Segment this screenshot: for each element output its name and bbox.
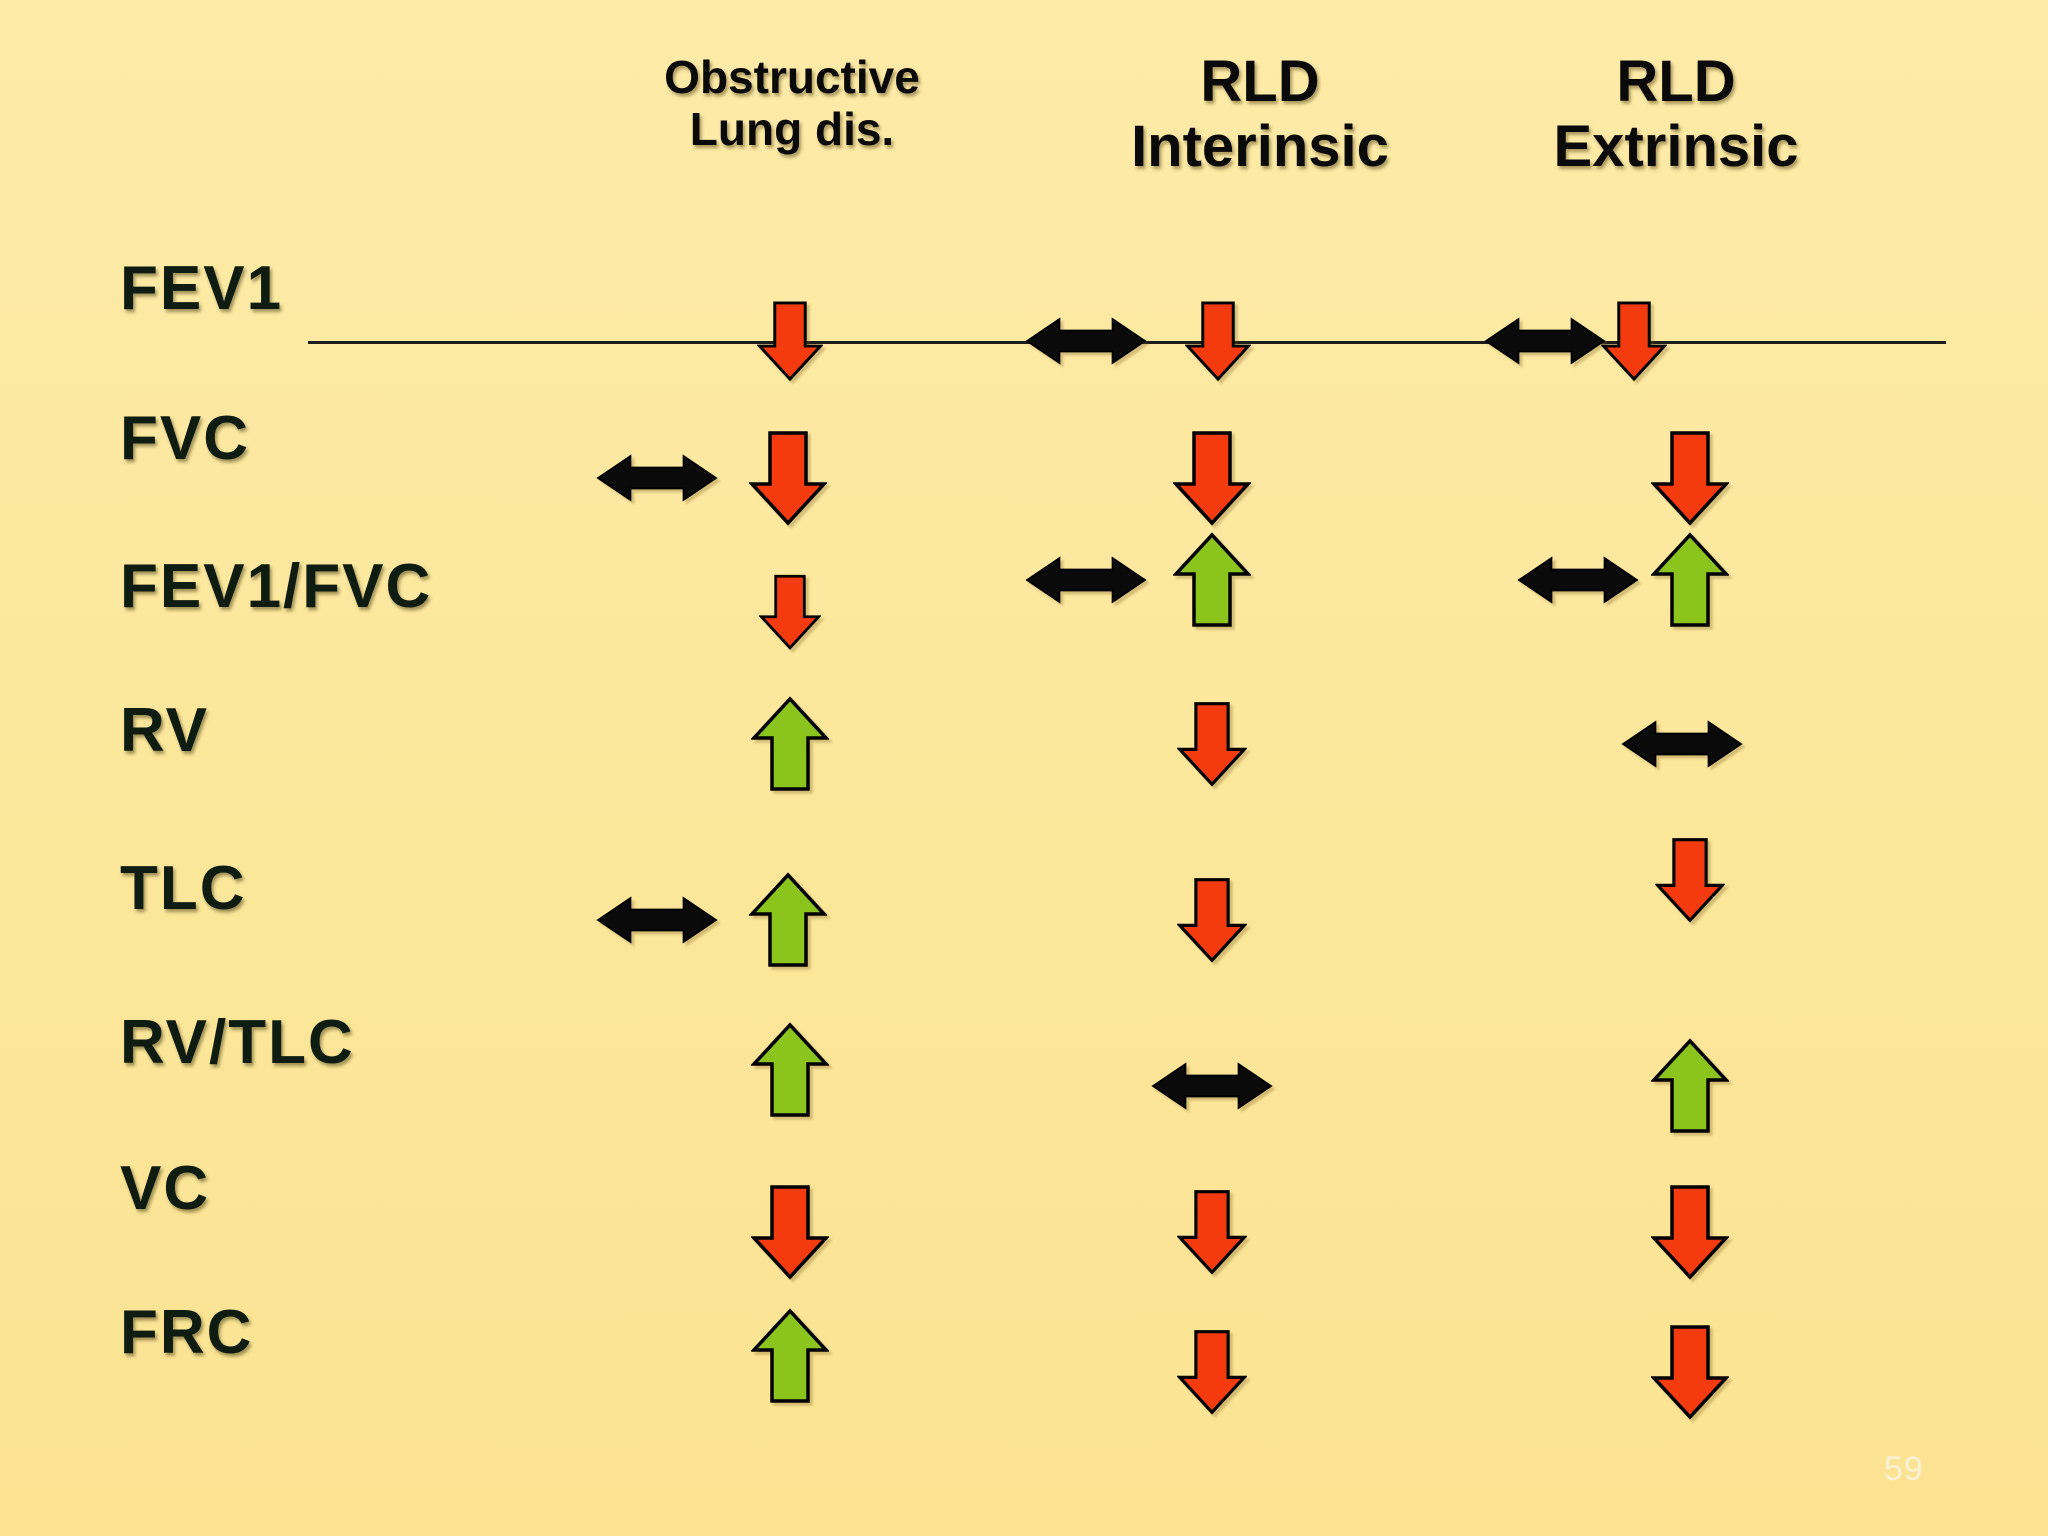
- row-label-tlc: TLC: [120, 854, 247, 923]
- row-label-rv-tlc: RV/TLC: [120, 1008, 355, 1077]
- down-arrow-icon: [1185, 300, 1251, 382]
- down-arrow-icon: [1601, 300, 1667, 382]
- column-header-line: Obstructive: [664, 51, 920, 103]
- both-arrow-icon: [1149, 1058, 1275, 1115]
- up-arrow-icon: [751, 1022, 829, 1118]
- down-arrow-icon: [1651, 1184, 1729, 1280]
- column-header-line: Extrinsic: [1553, 113, 1799, 179]
- both-arrow-icon: [1482, 313, 1608, 370]
- both-arrow-icon: [1023, 313, 1149, 370]
- row-label-frc: FRC: [120, 1298, 254, 1367]
- both-arrow-icon: [1619, 716, 1745, 773]
- column-header-line: RLD: [1200, 49, 1320, 114]
- down-arrow-icon: [1651, 430, 1729, 526]
- page-number: 59: [1884, 1450, 1924, 1488]
- down-arrow-icon: [1651, 1324, 1729, 1420]
- down-arrow-icon: [759, 574, 821, 651]
- row-label-rv: RV: [120, 696, 210, 765]
- up-arrow-icon: [1651, 532, 1729, 628]
- down-arrow-icon: [749, 430, 827, 526]
- down-arrow-icon: [1177, 877, 1247, 963]
- row-label-vc: VC: [120, 1154, 211, 1223]
- up-arrow-icon: [1173, 532, 1251, 628]
- down-arrow-icon: [1177, 701, 1247, 787]
- row-label-fvc: FVC: [120, 404, 250, 473]
- down-arrow-icon: [1177, 1329, 1247, 1415]
- both-arrow-icon: [1515, 552, 1641, 609]
- row-label-fev1-fvc: FEV1/FVC: [120, 552, 433, 621]
- down-arrow-icon: [1655, 837, 1725, 923]
- down-arrow-icon: [1173, 430, 1251, 526]
- both-arrow-icon: [594, 450, 720, 507]
- column-header-line: RLD: [1616, 49, 1736, 114]
- up-arrow-icon: [749, 872, 827, 968]
- down-arrow-icon: [757, 300, 823, 382]
- up-arrow-icon: [751, 1308, 829, 1404]
- down-arrow-icon: [751, 1184, 829, 1280]
- column-header-line: Lung dis.: [689, 102, 895, 155]
- both-arrow-icon: [1023, 552, 1149, 609]
- up-arrow-icon: [751, 696, 829, 792]
- up-arrow-icon: [1651, 1038, 1729, 1134]
- both-arrow-icon: [594, 892, 720, 949]
- column-header-line: Interinsic: [1131, 113, 1389, 179]
- row-label-fev1: FEV1: [120, 254, 284, 323]
- down-arrow-icon: [1177, 1189, 1247, 1275]
